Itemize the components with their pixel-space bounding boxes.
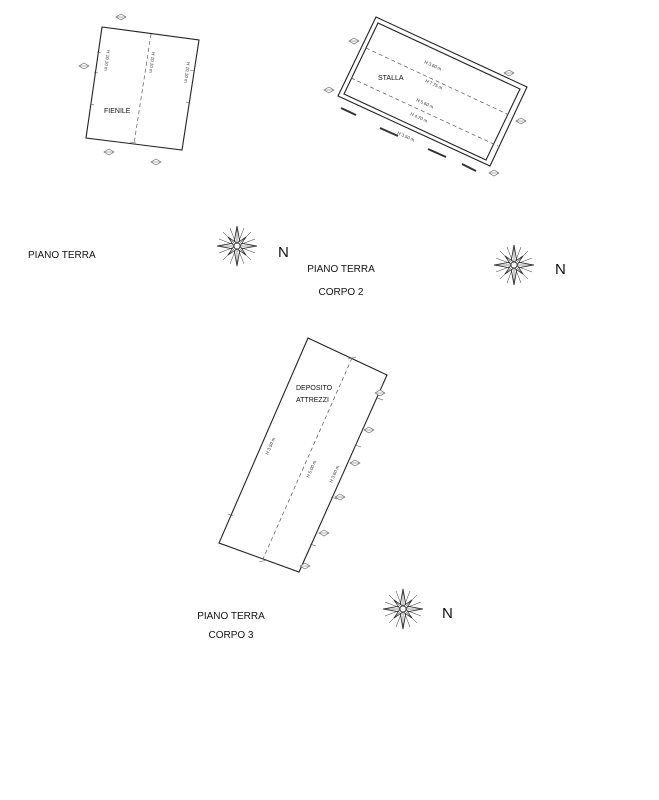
stalla-ridge-line-2 (350, 77, 499, 147)
door-swing-icon (348, 37, 360, 45)
plan-stalla: STALLA H 3.60 m H 7.75 m H 5.60 m H 4.70… (323, 16, 528, 177)
caption-corpo3-line1: PIANO TERRA (197, 611, 265, 622)
svg-text:DEPOSITO: DEPOSITO (296, 385, 333, 392)
compass-rose-icon (216, 225, 258, 267)
north-label-1: N (278, 244, 289, 261)
svg-text:ATTREZZI: ATTREZZI (296, 397, 329, 404)
door-swing-icon (78, 62, 90, 70)
compass-rose-icon (382, 588, 424, 630)
door-swing-icon (115, 13, 127, 21)
door-swing-icon (503, 69, 515, 77)
caption-corpo3-line2: CORPO 3 (208, 630, 253, 641)
deposito-outline (218, 337, 388, 573)
door-swing-icon (488, 169, 500, 177)
stalla-ridge-line-1 (365, 47, 508, 115)
stalla-dim-5: H 3.50 m (397, 130, 416, 142)
fienile-dim-2: H 10.10 m (148, 52, 156, 74)
fienile-window-marks (89, 51, 195, 144)
plan-fienile: FIENILE H 10.10 m H 10.10 m H 10.10 m (78, 13, 200, 166)
north-label-2: N (555, 261, 566, 278)
door-swing-icon (363, 426, 375, 434)
fienile-outline (85, 26, 200, 151)
deposito-wall-marks (227, 356, 384, 563)
north-label-3: N (442, 605, 453, 622)
caption-corpo2-line2: CORPO 2 (318, 287, 363, 298)
stalla-inner-outline (343, 22, 521, 161)
plan-deposito-attrezzi: DEPOSITO ATTREZZI H 3.50 m H 5.00 m H 3.… (218, 337, 388, 573)
door-swing-icon (103, 148, 115, 156)
deposito-room-label: DEPOSITO ATTREZZI (296, 385, 333, 404)
door-swing-icon (515, 117, 527, 125)
stalla-room-label: STALLA (378, 75, 404, 82)
caption-corpo1-line1: PIANO TERRA (28, 250, 96, 261)
door-swing-icon (318, 529, 330, 537)
fienile-dim-1: H 10.10 m (103, 50, 111, 72)
deposito-ridge-line (262, 357, 353, 560)
fienile-ridge-line (133, 33, 152, 145)
fienile-room-label: FIENILE (104, 108, 131, 115)
door-swing-icon (150, 158, 162, 166)
caption-corpo2-line1: PIANO TERRA (307, 264, 375, 275)
door-swing-icon (323, 86, 335, 94)
compass-rose-icon (493, 244, 535, 286)
fienile-dim-3: H 10.10 m (183, 62, 191, 84)
door-swing-icon (349, 459, 361, 467)
stalla-wall-openings (340, 107, 477, 172)
